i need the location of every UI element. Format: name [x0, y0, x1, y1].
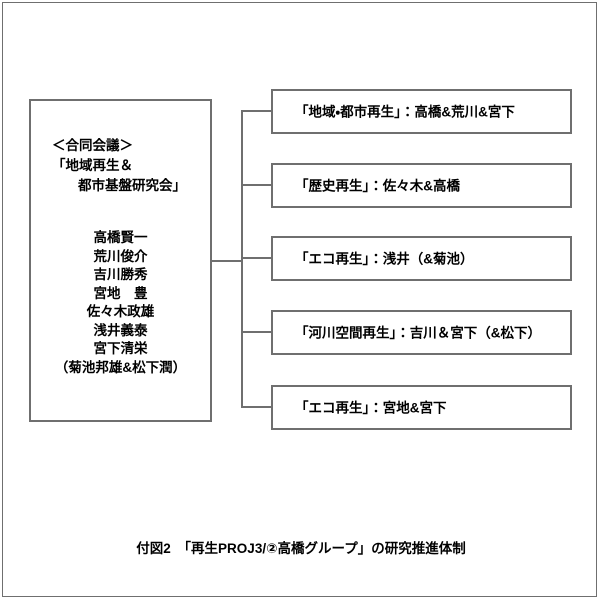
- committee-member: 宮下清栄: [93, 341, 148, 356]
- project-box: 「歴史再生」：佐々木&高橋: [271, 163, 572, 208]
- connector-branch: [241, 184, 273, 186]
- committee-title-line-2: 「地域再生＆: [52, 158, 133, 173]
- connector-branch: [241, 110, 273, 112]
- connector-branch: [241, 406, 273, 408]
- project-label: 「エコ再生」：宮地&宮下: [295, 399, 447, 415]
- connector-branch: [241, 331, 273, 333]
- project-box: 「地域・都市再生」：高橋&荒川&宮下: [271, 89, 572, 134]
- committee-member: 荒川俊介: [93, 248, 148, 264]
- committee-member: 浅井義泰: [93, 322, 148, 338]
- committee-member: 高橋賢一: [93, 230, 148, 245]
- connector-stem: [211, 260, 243, 262]
- committee-member: 佐々木政雄: [86, 304, 155, 319]
- project-label: 「歴史再生」：佐々木&高橋: [295, 177, 460, 193]
- committee-member: 宮地 豊: [93, 285, 148, 301]
- connector-branch: [241, 257, 273, 259]
- committee-title-line-3: 都市基盤研究会」: [78, 178, 186, 193]
- committee-box-content: ＜合同会議＞ 「地域再生＆ 都市基盤研究会」 高橋賢一 荒川俊介 吉川勝秀 宮地…: [31, 101, 210, 420]
- committee-box: ＜合同会議＞ 「地域再生＆ 都市基盤研究会」 高橋賢一 荒川俊介 吉川勝秀 宮地…: [29, 99, 212, 422]
- project-box: 「エコ再生」：浅井（&菊池）: [271, 236, 572, 281]
- committee-member: 吉川勝秀: [93, 267, 148, 282]
- committee-member: （菊池邦雄&松下潤）: [54, 359, 187, 375]
- project-label: 「エコ再生」：浅井（&菊池）: [295, 250, 474, 266]
- committee-member-list: 高橋賢一 荒川俊介 吉川勝秀 宮地 豊 佐々木政雄 浅井義泰 宮下清栄 （菊池邦…: [31, 229, 210, 377]
- project-box: 「エコ再生」：宮地&宮下: [271, 385, 572, 430]
- project-label: 「河川空間再生」：吉川＆宮下（&松下）: [295, 324, 541, 340]
- figure-caption: 付図2 「再生PROJ3/②高橋グループ」の研究推進体制: [136, 541, 466, 556]
- project-box: 「河川空間再生」：吉川＆宮下（&松下）: [271, 310, 572, 355]
- committee-title: ＜合同会議＞ 「地域再生＆ 都市基盤研究会」: [52, 136, 202, 196]
- connector-trunk: [241, 111, 243, 408]
- project-label: 「地域・都市再生」：高橋&荒川&宮下: [295, 103, 515, 119]
- committee-title-line-1: ＜合同会議＞: [52, 138, 133, 153]
